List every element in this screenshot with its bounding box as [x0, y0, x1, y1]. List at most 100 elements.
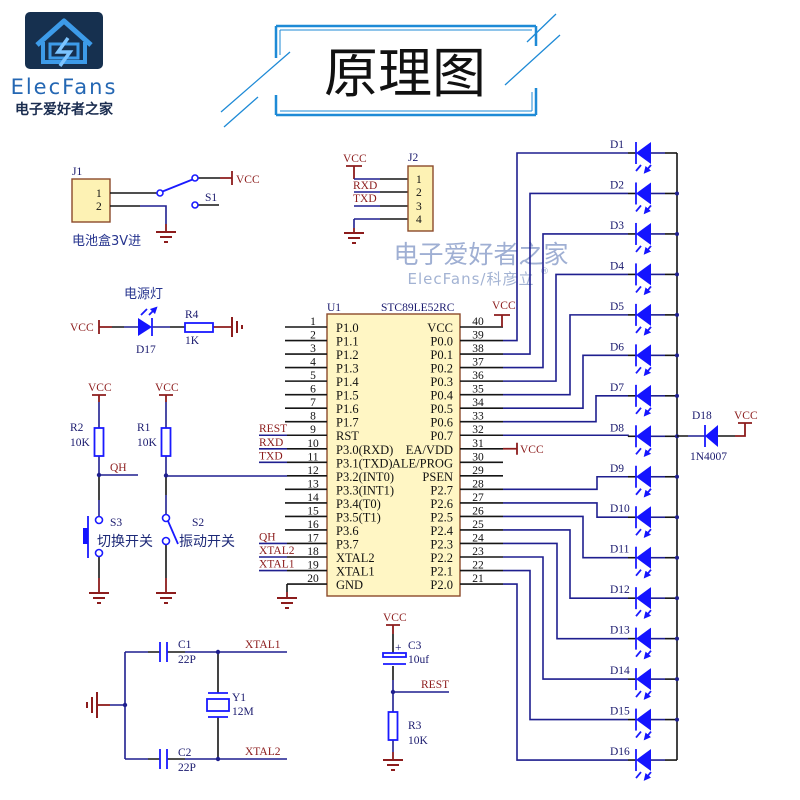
pin-number: 15 — [307, 505, 319, 517]
led-light-arrows — [635, 164, 652, 171]
j1-connector[interactable] — [71, 178, 111, 223]
led-triangle — [636, 182, 651, 205]
j2-connector[interactable] — [407, 165, 434, 232]
mcu-pin-34[interactable]: 34 P0.5 — [430, 354, 628, 416]
s3-ref: S3 — [110, 517, 122, 529]
pin-number: 4 — [310, 357, 316, 369]
pin-number: 18 — [307, 546, 319, 558]
junction — [215, 756, 221, 762]
s2-switch-icon[interactable] — [161, 513, 179, 546]
wire — [503, 314, 628, 396]
mcu-pin-15[interactable]: 15 P3.5(T1) — [285, 505, 381, 524]
wire — [503, 273, 628, 382]
pin-name: P0.5 — [430, 402, 453, 416]
vibration-switch-circuit: VCC R1 10K S2 振动开关 — [137, 382, 287, 604]
ground-icon — [231, 317, 243, 337]
s3-pushbutton-icon[interactable] — [83, 515, 104, 558]
led-d6: D6 — [610, 341, 679, 373]
pin-number: 5 — [310, 370, 316, 382]
ground-icon — [344, 232, 364, 244]
led-d7: D7 — [610, 382, 679, 414]
led-light-arrows — [635, 569, 652, 576]
wire — [503, 354, 628, 409]
led-ref: D14 — [610, 665, 630, 677]
net-label-xtal1: XTAL1 — [259, 559, 295, 571]
led-light-arrows — [635, 731, 652, 738]
led-d13: D13 — [610, 625, 679, 657]
wire — [503, 556, 628, 680]
c1-capacitor-icon — [159, 642, 168, 662]
pin-number: 19 — [307, 560, 319, 572]
led-triangle — [636, 546, 651, 569]
ground-icon — [383, 759, 403, 771]
y1-crystal-icon — [206, 692, 230, 718]
s1-switch-arm[interactable] — [162, 178, 193, 193]
r3-value: 10K — [408, 735, 429, 747]
pin-number: 7 — [310, 397, 316, 409]
wire — [503, 542, 628, 640]
led-triangle — [636, 425, 651, 448]
led-light-arrows — [635, 245, 652, 252]
pin-name: P3.5(T1) — [336, 510, 381, 524]
u1-chip-body[interactable] — [326, 313, 461, 597]
led-d8: D8 — [610, 422, 679, 454]
pin-name: P2.0 — [430, 578, 453, 592]
wire — [148, 651, 219, 760]
power-indicator-circuit: 电源灯 VCC R4 1K D17 — [70, 287, 243, 356]
led-light-arrows — [635, 407, 652, 414]
led-ref: D9 — [610, 463, 624, 475]
d18-part: 1N4007 — [690, 451, 727, 463]
vcc-label: VCC — [343, 153, 367, 165]
led-triangle — [636, 465, 651, 488]
junction — [675, 353, 679, 358]
junction — [675, 515, 679, 520]
wire — [165, 402, 287, 514]
led-icon — [635, 182, 652, 211]
led-icon — [635, 506, 652, 535]
wire-power — [165, 171, 233, 232]
u1-ref: U1 — [327, 302, 341, 314]
wire — [503, 529, 628, 599]
wire — [353, 178, 380, 228]
led-light-arrows — [635, 609, 652, 616]
s1-contact — [191, 174, 199, 182]
pin-number: 34 — [472, 397, 484, 409]
